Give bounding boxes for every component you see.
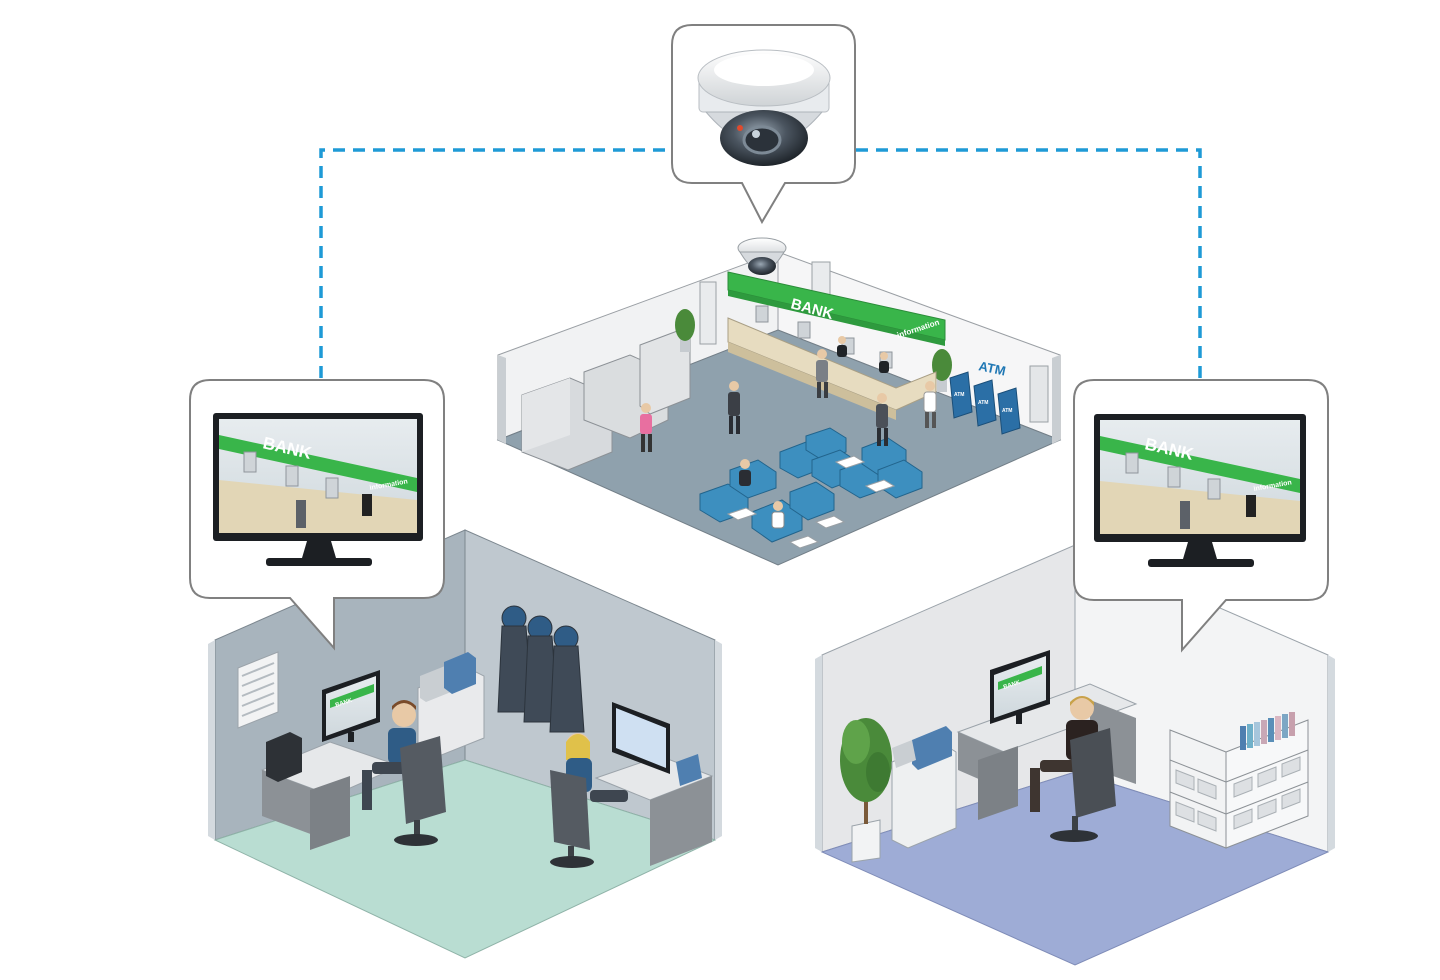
right-monitoring-office: BANK (815, 379, 1335, 966)
atm-icon: ATM ATM ATM (949, 371, 1021, 435)
wall-vent (237, 651, 279, 729)
dome-camera-icon (697, 49, 831, 166)
person-icon (640, 403, 652, 452)
person-icon (739, 459, 751, 486)
person-icon (728, 381, 740, 434)
file-cabinet (417, 652, 485, 759)
person-icon (1030, 696, 1116, 842)
camera-callout (671, 24, 856, 225)
monitor-icon: BANK information (1094, 414, 1306, 567)
monitor-icon: BANK (990, 650, 1050, 724)
network-line-left (319, 148, 672, 378)
monitor-icon: BANK (322, 670, 380, 742)
network-connections (319, 148, 1202, 378)
left-desk-1: BANK (260, 670, 402, 850)
svg-text:BANK: BANK (335, 698, 354, 709)
bank-ceiling-camera-icon (737, 237, 787, 275)
person-icon (923, 381, 937, 428)
person-icon (876, 393, 888, 446)
person-icon (816, 349, 828, 398)
person-icon (837, 336, 847, 357)
monitor-icon: BANK information (213, 413, 423, 566)
network-line-right (856, 148, 1202, 378)
file-cabinet (891, 726, 957, 849)
person-icon (550, 733, 628, 868)
left-desk-2 (594, 702, 714, 980)
left-monitor-callout: BANK information (189, 379, 445, 651)
waiting-area-sofas (699, 427, 923, 549)
shelf-icon (1169, 712, 1309, 849)
plant-icon (932, 349, 952, 392)
coat-icon (497, 605, 585, 733)
teller-counter: BANK information (727, 271, 946, 420)
svg-text:ATM: ATM (1002, 408, 1012, 414)
bank-lobby: BANK information ATM ATM ATM ATM (496, 237, 1062, 566)
svg-text:ATM: ATM (954, 392, 964, 398)
bank-people (640, 336, 937, 529)
person-icon (362, 700, 446, 846)
svg-text:BANK: BANK (1003, 680, 1022, 691)
right-monitor-callout: BANK information (1073, 379, 1329, 653)
left-security-office: BANK (189, 379, 722, 980)
plant-icon (840, 718, 892, 863)
plant-icon (675, 309, 695, 352)
pc-tower (266, 732, 302, 782)
bank-partitions (521, 261, 1049, 471)
person-icon (879, 352, 889, 373)
monitor-icon (612, 702, 670, 980)
svg-text:ATM: ATM (978, 400, 988, 406)
person-icon (771, 501, 785, 529)
atm-sign: ATM (977, 358, 1007, 378)
